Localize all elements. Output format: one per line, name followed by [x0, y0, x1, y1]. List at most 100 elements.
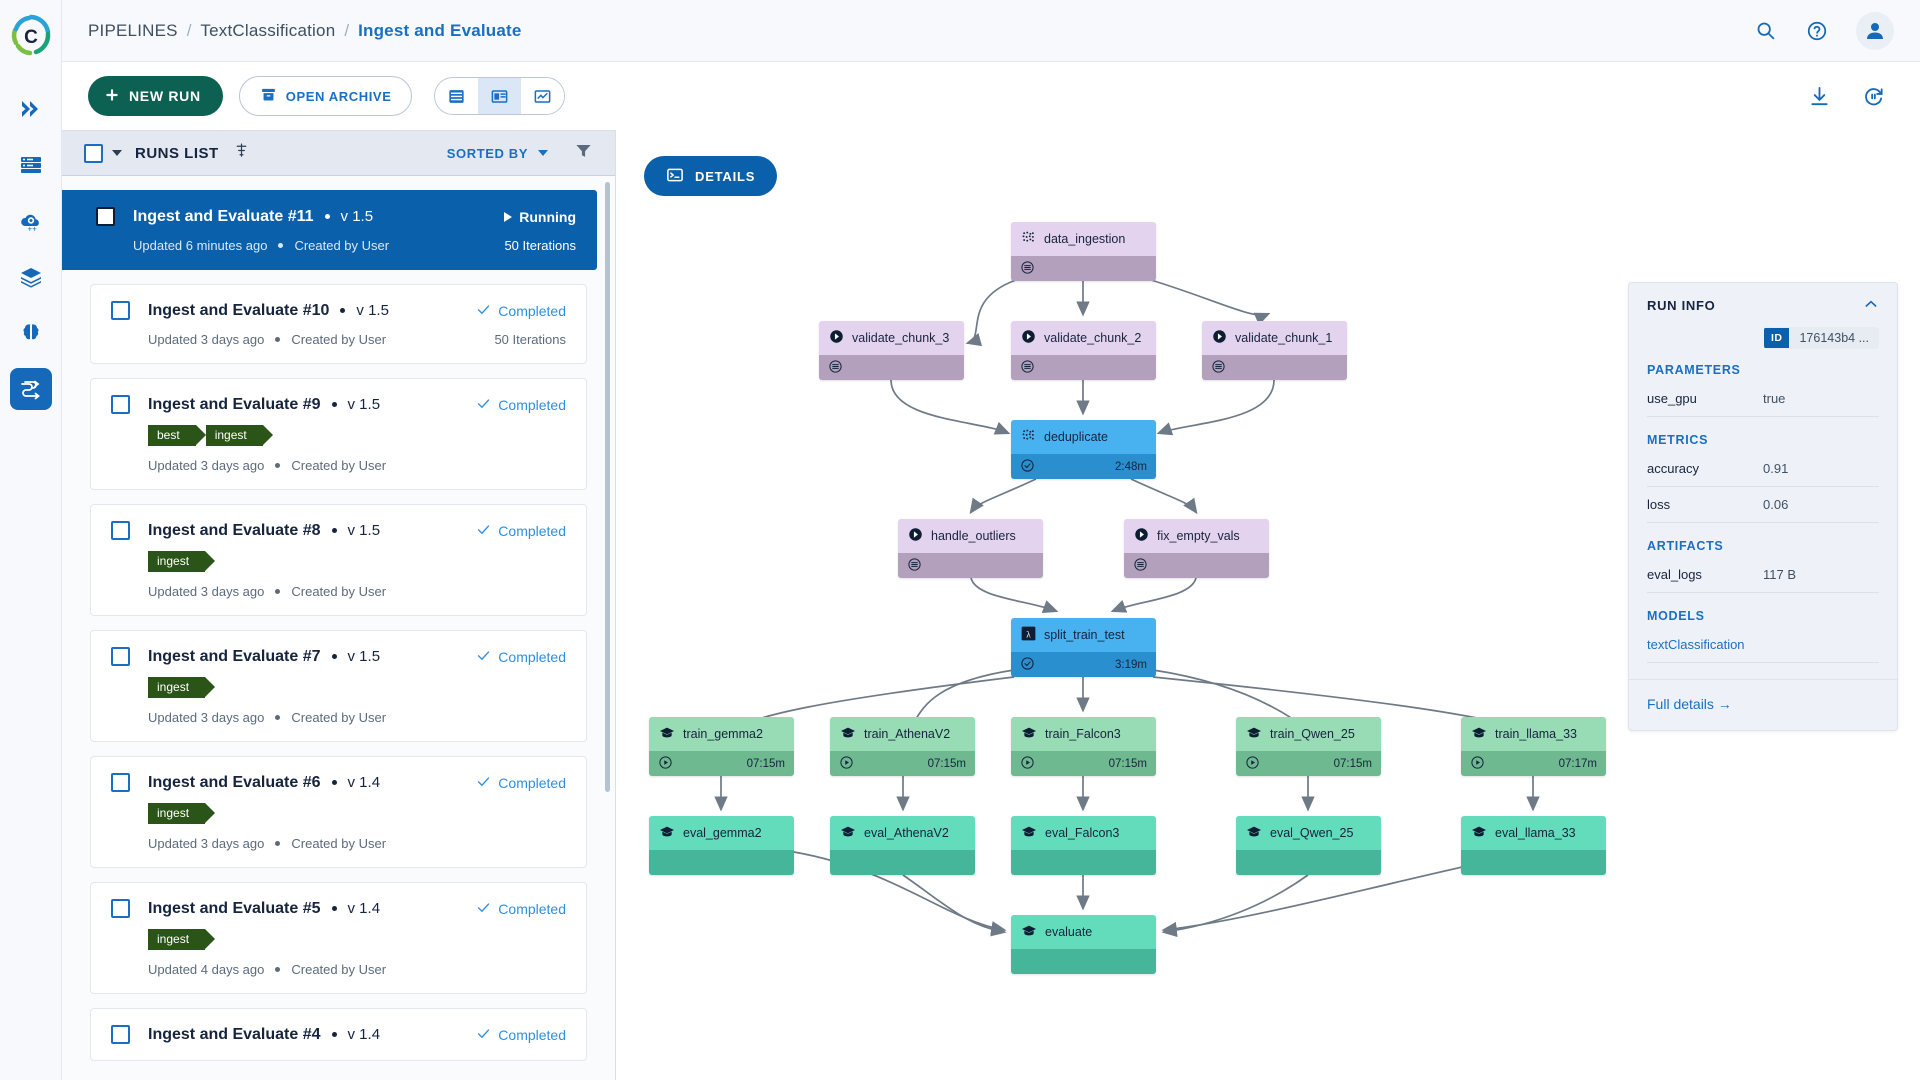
details-button[interactable]: DETAILS: [644, 156, 778, 196]
sidebar-item-datasets[interactable]: [10, 144, 52, 186]
run-version: v 1.5: [347, 396, 381, 413]
run-checkbox[interactable]: [111, 395, 130, 414]
graph-node-data_ingestion[interactable]: data_ingestion: [1011, 222, 1156, 281]
run-tag[interactable]: ingest: [205, 425, 273, 446]
runs-scrollbar[interactable]: [605, 182, 610, 792]
status-badge: Completed: [476, 1026, 566, 1044]
node-footer: [898, 553, 1043, 578]
view-mode-details[interactable]: [478, 78, 522, 114]
avatar[interactable]: [1856, 11, 1894, 50]
run-tag[interactable]: ingest: [148, 929, 216, 950]
filter-icon[interactable]: [574, 141, 593, 165]
run-iterations: 50 Iterations: [504, 238, 576, 253]
node-label: fix_empty_vals: [1157, 529, 1240, 543]
graph-node-eval_AthenaV2[interactable]: eval_AthenaV2: [830, 816, 975, 875]
node-footer: [1202, 355, 1347, 380]
select-all-dropdown-icon[interactable]: [112, 150, 122, 156]
run-id-pill[interactable]: ID 176143b4 ...: [1763, 327, 1879, 349]
node-duration: 07:17m: [1558, 757, 1597, 770]
sorted-by-dropdown[interactable]: SORTED BY: [447, 146, 548, 161]
running-icon: [839, 755, 854, 773]
select-all-checkbox[interactable]: [84, 143, 103, 163]
run-checkbox[interactable]: [111, 521, 130, 540]
run-created-by: Created by User: [291, 584, 387, 599]
graph-node-handle_outliers[interactable]: handle_outliers: [898, 519, 1043, 578]
chevron-up-icon[interactable]: [1863, 296, 1879, 315]
run-tag[interactable]: ingest: [148, 803, 216, 824]
sidebar-item-models[interactable]: [10, 312, 52, 354]
runs-list-title: RUNS LIST: [135, 144, 219, 162]
run-info-panel: RUN INFO ID 176143b4 ...: [1628, 282, 1898, 731]
search-icon[interactable]: [1752, 18, 1778, 44]
full-details-link[interactable]: Full details →: [1647, 696, 1732, 712]
run-tag[interactable]: best: [148, 425, 206, 446]
graph-node-validate_chunk_2[interactable]: validate_chunk_2: [1011, 321, 1156, 380]
view-mode-chart[interactable]: [521, 78, 565, 114]
run-info-model-link[interactable]: textClassification: [1647, 627, 1879, 663]
run-checkbox[interactable]: [96, 207, 115, 226]
run-checkbox[interactable]: [111, 647, 130, 666]
breadcrumb-item-pipelines[interactable]: PIPELINES: [88, 20, 178, 40]
new-run-button[interactable]: NEW RUN: [88, 76, 223, 116]
graph-node-validate_chunk_1[interactable]: validate_chunk_1: [1202, 321, 1347, 380]
run-checkbox[interactable]: [111, 773, 130, 792]
graph-node-eval_Falcon3[interactable]: eval_Falcon3: [1011, 816, 1156, 875]
run-tags: ingest: [148, 551, 566, 572]
node-header: eval_AthenaV2: [830, 816, 975, 850]
run-checkbox[interactable]: [111, 899, 130, 918]
list-icon: [907, 557, 922, 575]
auto-refresh-icon[interactable]: [1860, 83, 1886, 109]
list-settings-icon[interactable]: [233, 142, 250, 164]
run-checkbox[interactable]: [111, 301, 130, 320]
run-created-by: Created by User: [294, 238, 390, 253]
run-info-value: 117 B: [1763, 567, 1797, 582]
graph-node-validate_chunk_3[interactable]: validate_chunk_3: [819, 321, 964, 380]
breadcrumb-item-current[interactable]: Ingest and Evaluate: [358, 20, 522, 40]
running-icon: [1470, 755, 1485, 773]
pipeline-canvas[interactable]: DETAILS: [616, 130, 1920, 1080]
model-icon: [1021, 824, 1037, 843]
run-checkbox[interactable]: [111, 1025, 130, 1044]
brand-logo[interactable]: C: [8, 12, 54, 58]
download-icon[interactable]: [1806, 83, 1832, 109]
run-tag[interactable]: ingest: [148, 551, 216, 572]
model-icon: [1246, 824, 1262, 843]
sidebar-item-experiments[interactable]: [10, 256, 52, 298]
model-icon: [1021, 725, 1037, 744]
graph-node-fix_empty_vals[interactable]: fix_empty_vals: [1124, 519, 1269, 578]
graph-node-eval_Qwen_25[interactable]: eval_Qwen_25: [1236, 816, 1381, 875]
sidebar-item-resources[interactable]: ++: [10, 200, 52, 242]
open-archive-button[interactable]: OPEN ARCHIVE: [238, 76, 413, 116]
top-header: PIPELINES / TextClassification / Ingest …: [62, 0, 1920, 62]
view-mode-table[interactable]: [435, 78, 479, 114]
sidebar-item-projects[interactable]: [10, 88, 52, 130]
status-badge: Completed: [476, 648, 566, 666]
graph-node-eval_llama_33[interactable]: eval_llama_33: [1461, 816, 1606, 875]
graph-node-eval_gemma2[interactable]: eval_gemma2: [649, 816, 794, 875]
breadcrumb-item-project[interactable]: TextClassification: [200, 20, 336, 40]
graph-node-evaluate[interactable]: evaluate: [1011, 915, 1156, 974]
sidebar-item-pipelines[interactable]: [9, 368, 52, 410]
help-icon[interactable]: [1804, 18, 1830, 44]
title-separator: [331, 528, 337, 533]
data-icon: [1021, 230, 1036, 248]
run-tag[interactable]: ingest: [148, 677, 216, 698]
